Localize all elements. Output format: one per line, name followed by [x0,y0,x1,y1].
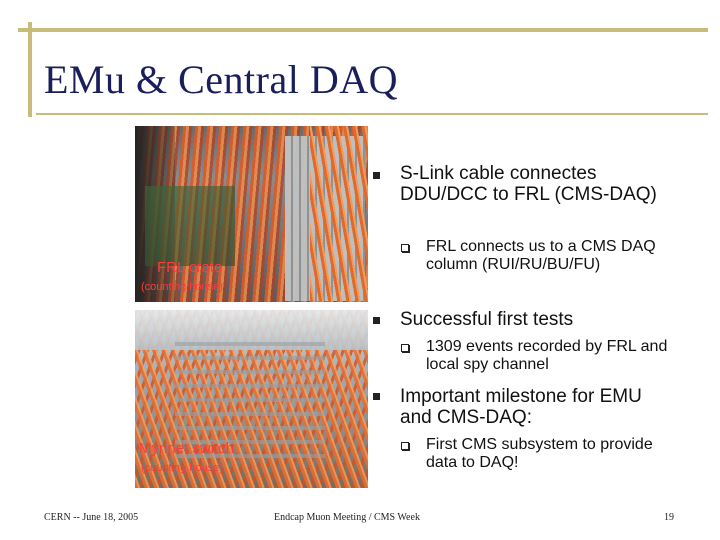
slide-title: EMu & Central DAQ [44,57,399,102]
sub-bullet-marker [401,442,409,450]
bullet-marker [373,393,380,400]
sub-bullet-marker [401,344,409,352]
footer-date: CERN -- June 18, 2005 [44,512,139,523]
photo-sublabel-frl-crate: (counting house) [141,281,223,293]
bullet-1-sub-1: FRL connects us to a CMS DAQ column (RUI… [426,238,656,273]
bullet-2: Successful first tests [400,309,574,330]
bullet-marker [373,172,380,179]
photo-label-frl-crate: FRL crate [157,259,223,276]
bullet-marker [373,317,380,324]
bullet-1: S-Link cable connectes DDU/DCC to FRL (C… [400,163,657,205]
bullet-2-sub-1: 1309 events recorded by FRL and local sp… [426,338,668,373]
myrinet-switch-photo [135,310,368,488]
page-number: 19 [664,512,674,523]
photo-label-myrinet-switch: Myrinet switch [139,440,235,457]
frl-crate-photo [135,126,368,302]
title-underline [36,113,708,115]
decorative-left-rule [28,22,32,117]
footer-title: Endcap Muon Meeting / CMS Week [274,512,420,523]
bullet-3: Important milestone for EMU and CMS-DAQ: [400,386,642,428]
photo-sublabel-myrinet-switch: (counting house) [141,462,223,474]
decorative-top-rule [18,28,708,32]
bullet-3-sub-1: First CMS subsystem to provide data to D… [426,436,653,471]
sub-bullet-marker [401,244,409,252]
